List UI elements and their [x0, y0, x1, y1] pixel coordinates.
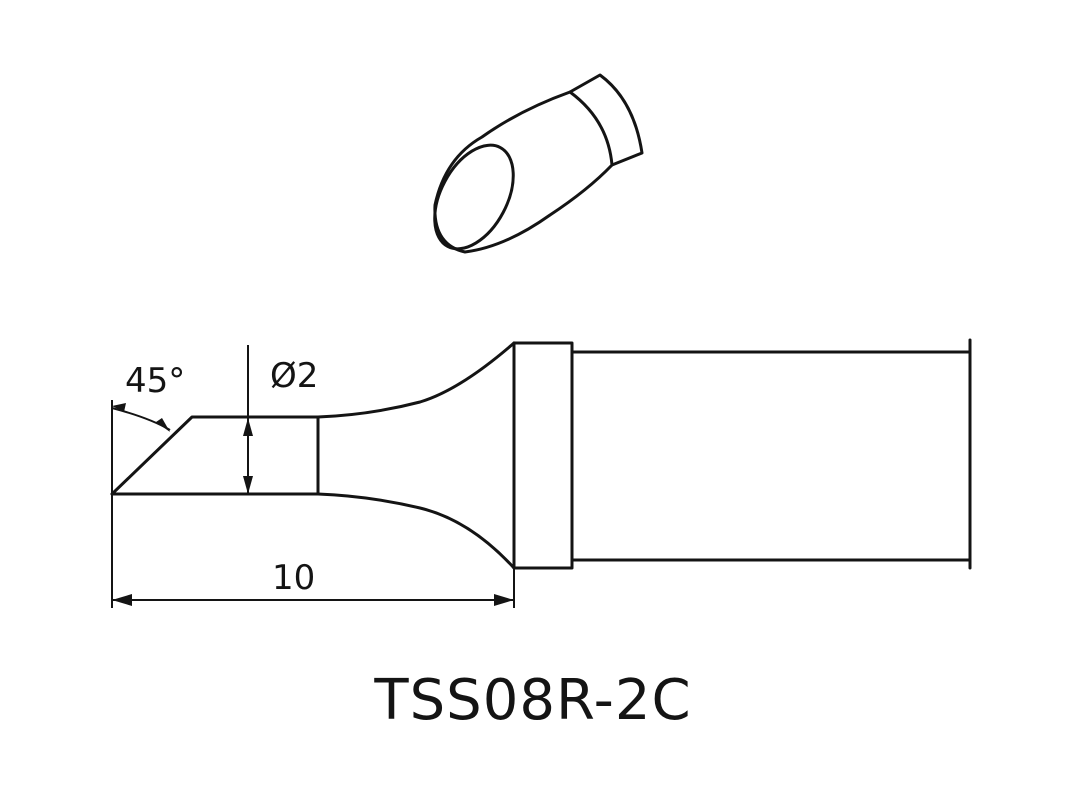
sleeve-outline	[512, 341, 574, 570]
shank-outline	[570, 350, 972, 562]
tip-body-outline	[433, 90, 614, 254]
diameter-arrow-bottom	[243, 476, 253, 494]
angle-arrowhead-start	[112, 403, 126, 412]
diameter-arrow-top	[243, 418, 253, 436]
diameter-label: Ø2	[270, 356, 318, 396]
length-arrow-left	[112, 594, 132, 606]
dimensions: 45° Ø2 10	[111, 345, 515, 608]
model-number: TSS08R-2C	[374, 668, 692, 733]
tip-isometric-view	[433, 73, 644, 254]
angle-arrowhead	[156, 418, 170, 432]
angle-label: 45°	[125, 361, 185, 401]
length-arrow-right	[494, 594, 514, 606]
tip-ring-cap	[568, 73, 644, 167]
tip-upper-profile	[110, 341, 516, 496]
tip-bevel-face	[433, 143, 515, 251]
tip-lower-profile	[110, 492, 516, 570]
tip-side-view	[110, 338, 972, 570]
length-label: 10	[272, 558, 315, 598]
